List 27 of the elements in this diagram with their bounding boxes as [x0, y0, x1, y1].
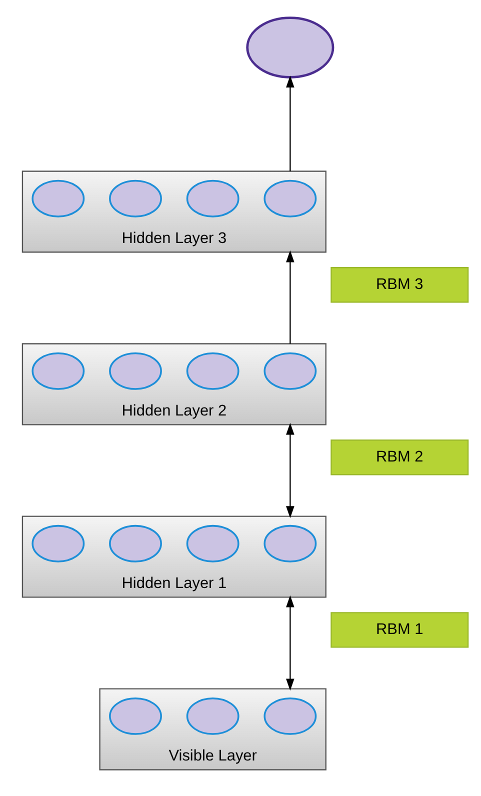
arrow: [286, 594, 294, 690]
node-circle: [264, 352, 317, 390]
node-circle: [186, 696, 240, 734]
cluster: Hidden Layer 1: [22, 515, 326, 598]
node-circle: [109, 352, 162, 390]
node-circle: [32, 179, 85, 217]
node-circle: [264, 524, 317, 562]
node-circle: [109, 524, 162, 562]
node-box: RBM 1: [330, 612, 469, 648]
arrow: [286, 75, 294, 171]
node-circle: [264, 179, 317, 217]
node-circle: [264, 696, 317, 734]
node-circle: [32, 524, 85, 562]
arrow: [286, 250, 294, 344]
node-circle: [186, 524, 240, 562]
node-circle: [32, 352, 85, 390]
cluster: Visible Layer: [99, 688, 326, 770]
node-box: RBM 3: [330, 266, 469, 302]
arrow: [286, 422, 294, 518]
node-circle: [246, 16, 334, 78]
node-circle: [109, 179, 162, 217]
node-box: RBM 2: [330, 439, 469, 475]
node-circle: [186, 352, 240, 390]
cluster: Hidden Layer 3: [22, 170, 326, 252]
cluster: Hidden Layer 2: [22, 342, 326, 425]
node-circle: [186, 179, 240, 217]
node-circle: [109, 696, 162, 734]
